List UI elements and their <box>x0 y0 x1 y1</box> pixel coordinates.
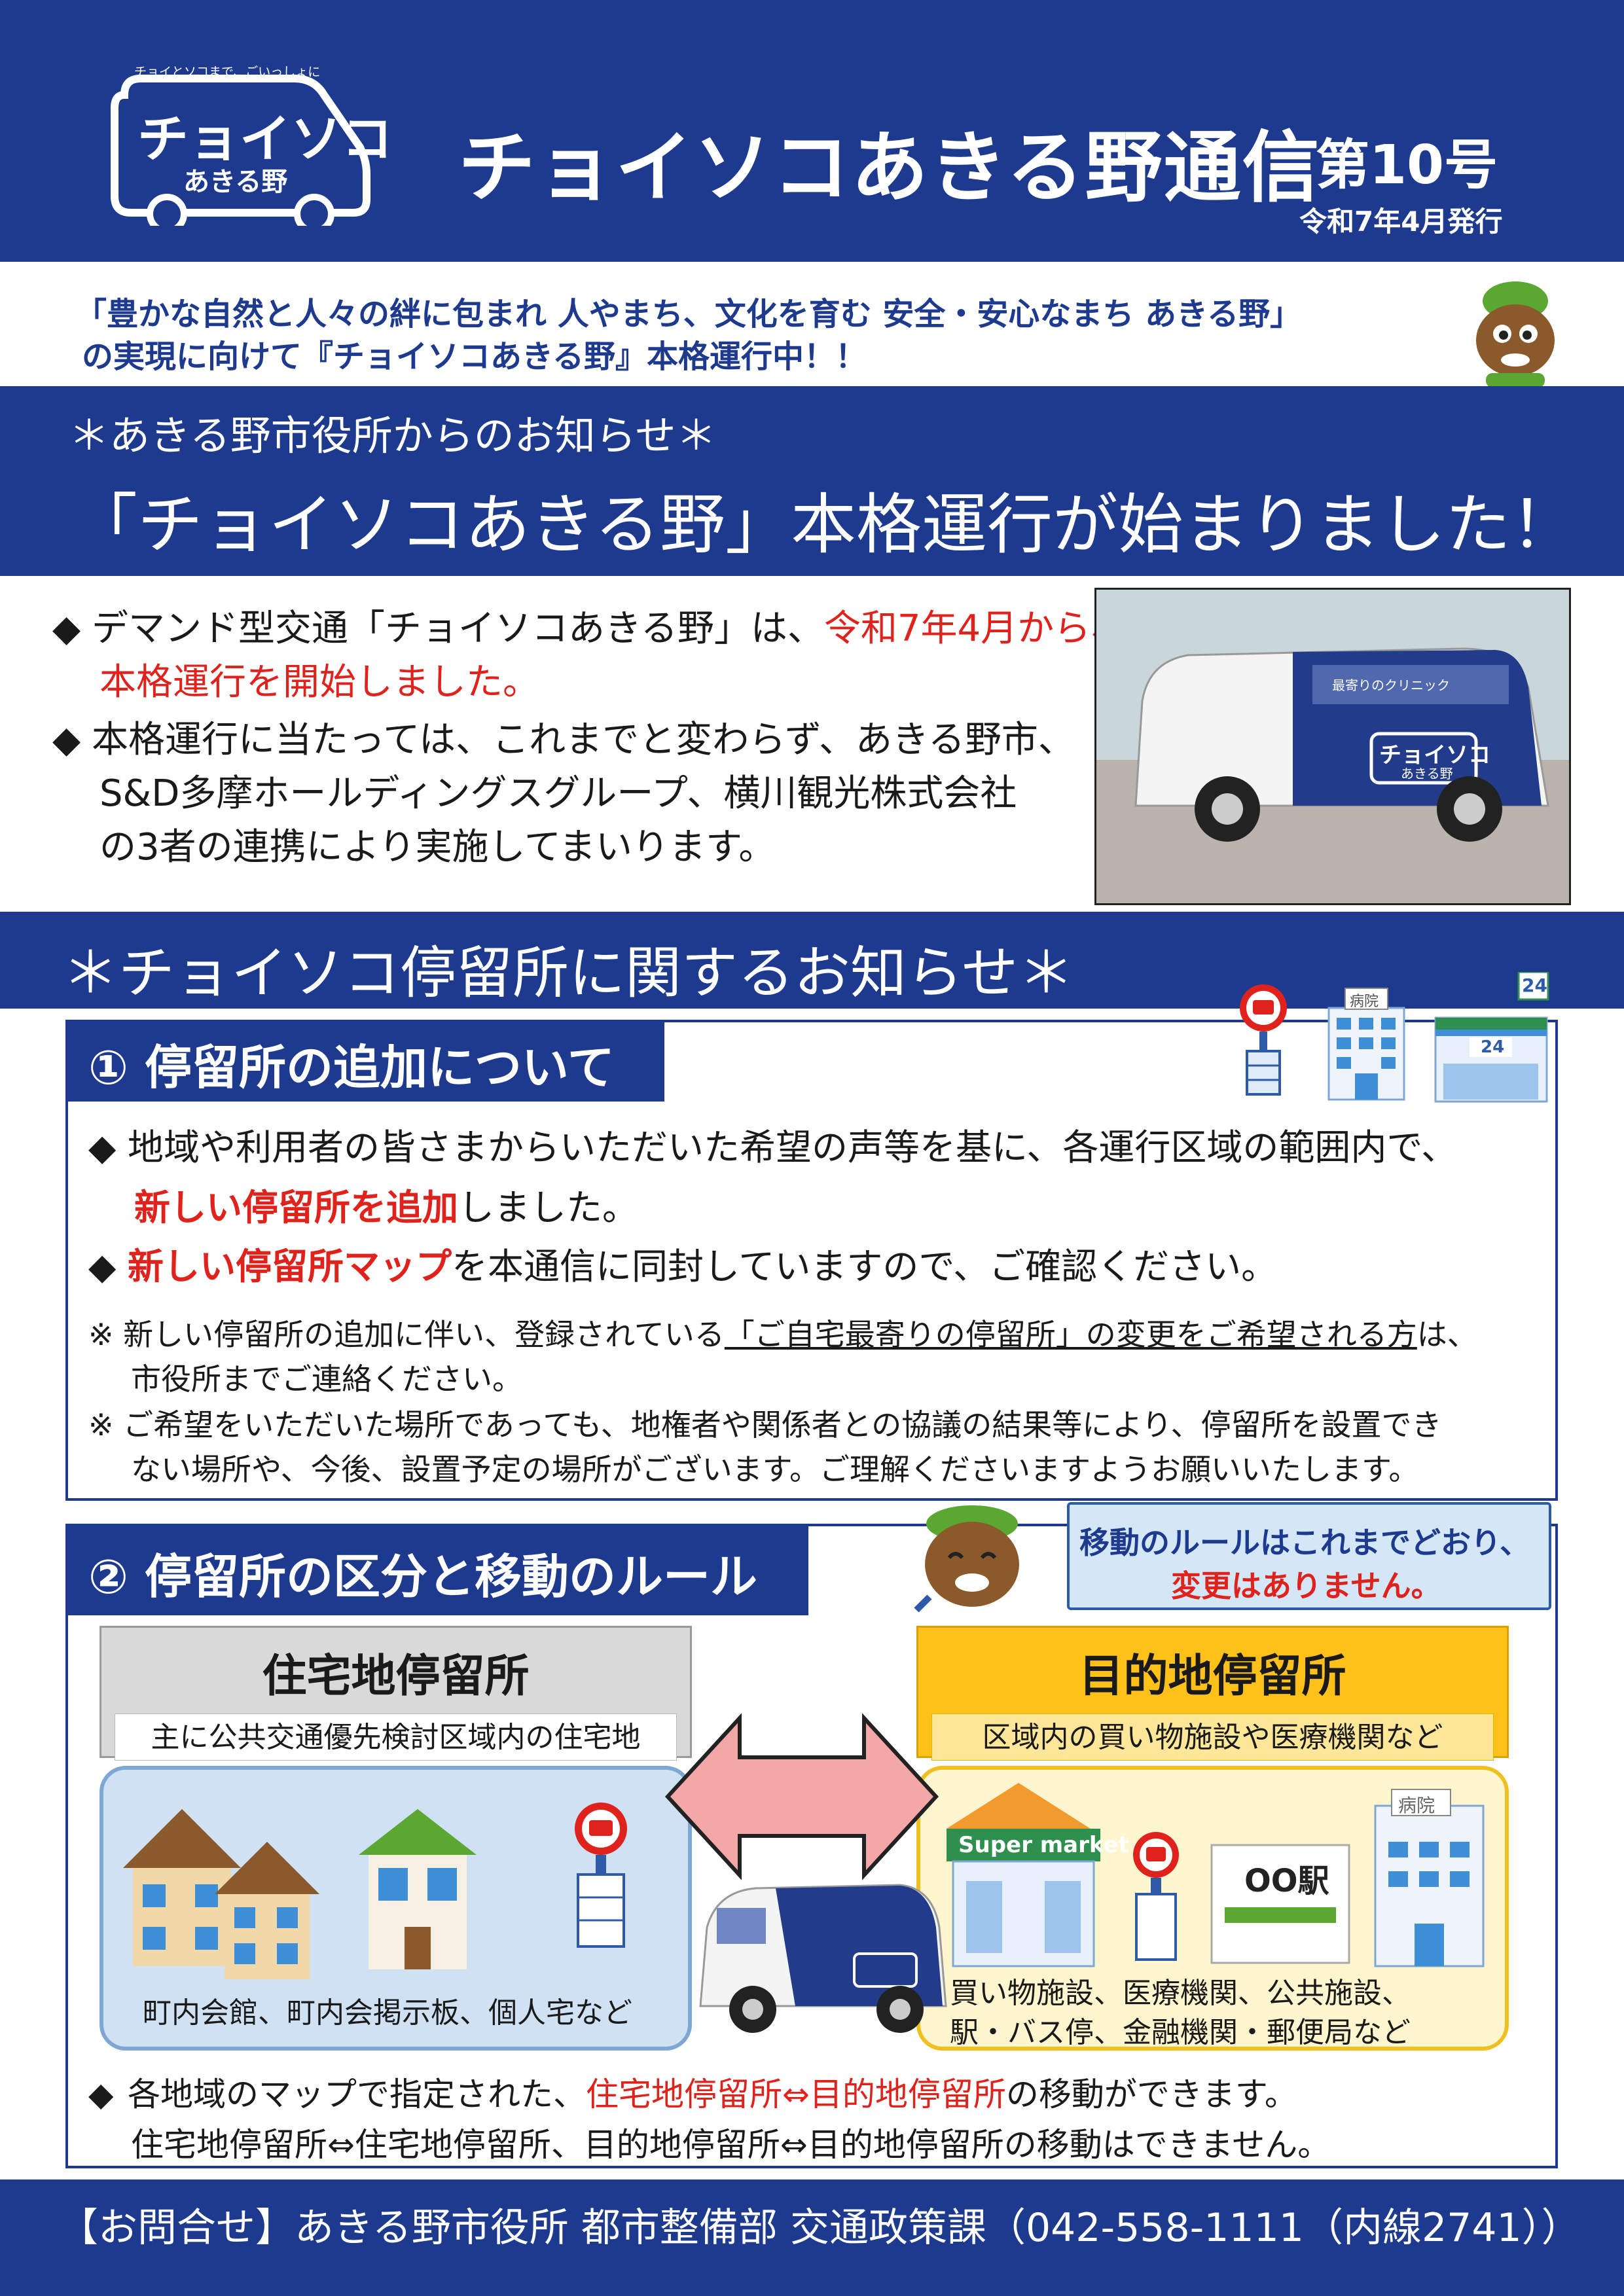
issue-number: 第10号 <box>1316 134 1498 196</box>
logo-main-text: チョイソコ <box>137 110 393 169</box>
header-band <box>0 0 1624 262</box>
box1-note-2-cont: ない場所や、今後、設置予定の場所がございます。ご理解くださいますようお願いいたし… <box>131 1452 1419 1487</box>
section1-bullet-2-line2: S&D多摩ホールディングスグループ、横川観光株式会社 <box>99 772 1017 815</box>
contact-info: 【お問合せ】あきる野市役所 都市整備部 交通政策課（042-558-1111（内… <box>59 2205 1581 2251</box>
stop-addition-box <box>65 1020 1558 1501</box>
residential-stop-title: 住宅地停留所 <box>262 1651 530 1702</box>
stop-rules-box <box>65 1524 1558 2168</box>
rule-highlight: 住宅地停留所⇔目的地停留所 <box>586 2075 1006 2113</box>
note-mark: ※ <box>88 1407 114 1443</box>
destination-stop-title: 目的地停留所 <box>1079 1651 1346 1702</box>
bullet-diamond: ◆ <box>52 607 81 650</box>
stop-addition-heading-bg <box>65 1020 664 1102</box>
bullet-text: しました。 <box>458 1187 639 1229</box>
residential-stop-label: 住宅地停留所 主に公共交通優先検討区域内の住宅地 <box>99 1626 692 1761</box>
bullet-text: デマンド型交通「チョイソコあきる野」は、 <box>92 607 824 650</box>
van-photo: 最寄りのクリニック チョイソコ あきる野 <box>1094 588 1571 905</box>
box2-rule-2: 住宅地停留所⇔住宅地停留所、目的地停留所⇔目的地停留所の移動はできません。 <box>131 2126 1331 2164</box>
van-photo-logo: チョイソコ <box>1379 742 1490 768</box>
destination-examples-2: 駅・バス停、金融機関・郵便局など <box>950 2016 1411 2049</box>
house-icon <box>123 1809 241 1966</box>
section1-bullet-2-line3: の3者の連携により実施してまいります。 <box>99 826 776 869</box>
bullet-diamond: ◆ <box>52 719 81 761</box>
logo-sub-text: あきる野 <box>183 167 288 197</box>
box1-note-2: ※ ご希望をいただいた場所であっても、地権者や関係者との協議の結果等により、停留… <box>88 1403 1442 1447</box>
station-label: OO駅 <box>1244 1863 1329 1899</box>
section1-title: 「チョイソコあきる野」本格運行が始まりました！ <box>72 486 1576 563</box>
mascot-icon <box>903 1499 1041 1617</box>
destination-stop-label: 目的地停留所 区域内の買い物施設や医療機関など <box>916 1626 1509 1761</box>
stop-addition-heading: ① 停留所の追加について <box>88 1040 615 1095</box>
box1-note-1-cont: 市役所までご連絡ください。 <box>131 1361 522 1397</box>
note-text: は、 <box>1416 1317 1477 1352</box>
section1-band <box>0 386 1624 576</box>
newsletter-title: チョイソコあきる野通信 <box>458 122 1321 213</box>
store-sign-label: 24 <box>1522 975 1547 996</box>
rules-callout: 移動のルールはこれまでどおり、 変更はありません。 <box>1067 1502 1551 1610</box>
store-front-label: 24 <box>1481 1037 1505 1057</box>
section1-subtitle: ＊あきる野市役所からのお知らせ＊ <box>69 412 717 459</box>
van-photo-logo-sub: あきる野 <box>1401 766 1453 781</box>
bullet-highlight: 令和7年4月から、 <box>823 607 1128 650</box>
bullet-diamond: ◆ <box>88 1126 117 1168</box>
destination-stop-desc: 区域内の買い物施設や医療機関など <box>931 1713 1494 1761</box>
logo-tagline: チョイとソコまで、ごいっしょに <box>134 65 321 79</box>
note-underlined: 「ご自宅最寄りの停留所」の変更をご希望される方 <box>724 1317 1417 1352</box>
note-text: 新しい停留所の追加に伴い、登録されている <box>123 1317 725 1352</box>
note-text: ご希望をいただいた場所であっても、地権者や関係者との協議の結果等により、停留所を… <box>123 1407 1442 1443</box>
footer-band <box>0 2179 1624 2296</box>
bus-stop-icon <box>1237 982 1290 1100</box>
rule-text: 各地域のマップで指定された、 <box>128 2075 586 2113</box>
destination-examples-1: 買い物施設、医療機関、公共施設、 <box>950 1977 1411 2010</box>
section1-bullet-1: ◆ デマンド型交通「チョイソコあきる野」は、令和7年4月から、 <box>52 602 1127 656</box>
stop-rules-heading-bg <box>65 1524 808 1615</box>
box1-note-1: ※ 新しい停留所の追加に伴い、登録されている「ご自宅最寄りの停留所」の変更をご希… <box>88 1312 1477 1357</box>
residential-examples: 町内会館、町内会掲示板、個人宅など <box>143 1996 632 2030</box>
stop-rules-heading: ② 停留所の区分と移動のルール <box>88 1549 758 1604</box>
van-icon <box>691 1869 952 2045</box>
supermarket-label: Super market <box>958 1832 1129 1858</box>
bullet-diamond: ◆ <box>88 1246 117 1287</box>
hospital-icon-label: 病院 <box>1350 994 1379 1010</box>
box1-bullet-1-cont: 新しい停留所を追加しました。 <box>134 1181 638 1234</box>
hospital-icon: 病院 <box>1322 982 1411 1103</box>
bullet-highlight: 新しい停留所を追加 <box>134 1187 459 1229</box>
convenience-store-icon: 24 24 <box>1430 971 1551 1103</box>
box1-bullet-2: ◆ 新しい停留所マップを本通信に同封していますので、ご確認ください。 <box>88 1240 1277 1293</box>
callout-line-2: 変更はありません。 <box>1171 1568 1441 1604</box>
box1-bullet-1: ◆ 地域や利用者の皆さまからいただいた希望の声等を基に、各運行区域の範囲内で、 <box>88 1121 1457 1174</box>
mascot-icon <box>1466 275 1564 389</box>
slogan-line-1: 「豊かな自然と人々の絆に包まれ 人やまち、文化を育む 安全・安心なまち あきる野… <box>75 296 1302 332</box>
section1-bullet-2: ◆ 本格運行に当たっては、これまでと変わらず、あきる野市、 <box>52 713 1075 767</box>
destination-illustration: Super market OO駅 病院 買い物施設、医療機関、公共施設、 駅・バ… <box>916 1766 1509 2051</box>
section1-bullet-1-cont: 本格運行を開始しました。 <box>99 661 539 704</box>
hospital-label: 病院 <box>1398 1795 1435 1816</box>
two-way-arrow-icon <box>661 1712 943 1882</box>
section2-title: ＊チョイソコ停留所に関するお知らせ＊ <box>62 941 1075 1006</box>
rule-text: の移動ができます。 <box>1005 2075 1297 2113</box>
issue-date: 令和7年4月発行 <box>1299 206 1503 238</box>
bullet-text: 本格運行に当たっては、これまでと変わらず、あきる野市、 <box>92 719 1075 761</box>
bullet-highlight: 新しい停留所マップ <box>128 1246 452 1287</box>
bullet-diamond: ◆ <box>88 2075 114 2113</box>
callout-line-1: 移動のルールはこれまでどおり、 <box>1079 1525 1530 1560</box>
bullet-text: 地域や利用者の皆さまからいただいた希望の声等を基に、各運行区域の範囲内で、 <box>128 1126 1458 1168</box>
slogan-line-2: の実現に向けて『チョイソコあきる野』本格運行中！！ <box>82 338 867 375</box>
box2-rule-1: ◆ 各地域のマップで指定された、住宅地停留所⇔目的地停留所の移動ができます。 <box>88 2068 1297 2115</box>
bullet-text: を本通信に同封していますので、ご確認ください。 <box>452 1246 1278 1287</box>
note-mark: ※ <box>88 1317 114 1352</box>
choisoko-logo: チョイとソコまで、ごいっしょに チョイソコ あきる野 <box>98 65 393 234</box>
residential-stop-desc: 主に公共交通優先検討区域内の住宅地 <box>115 1713 677 1761</box>
residential-illustration: 町内会館、町内会掲示板、個人宅など <box>99 1766 692 2051</box>
van-photo-text: 最寄りのクリニック <box>1332 677 1450 693</box>
